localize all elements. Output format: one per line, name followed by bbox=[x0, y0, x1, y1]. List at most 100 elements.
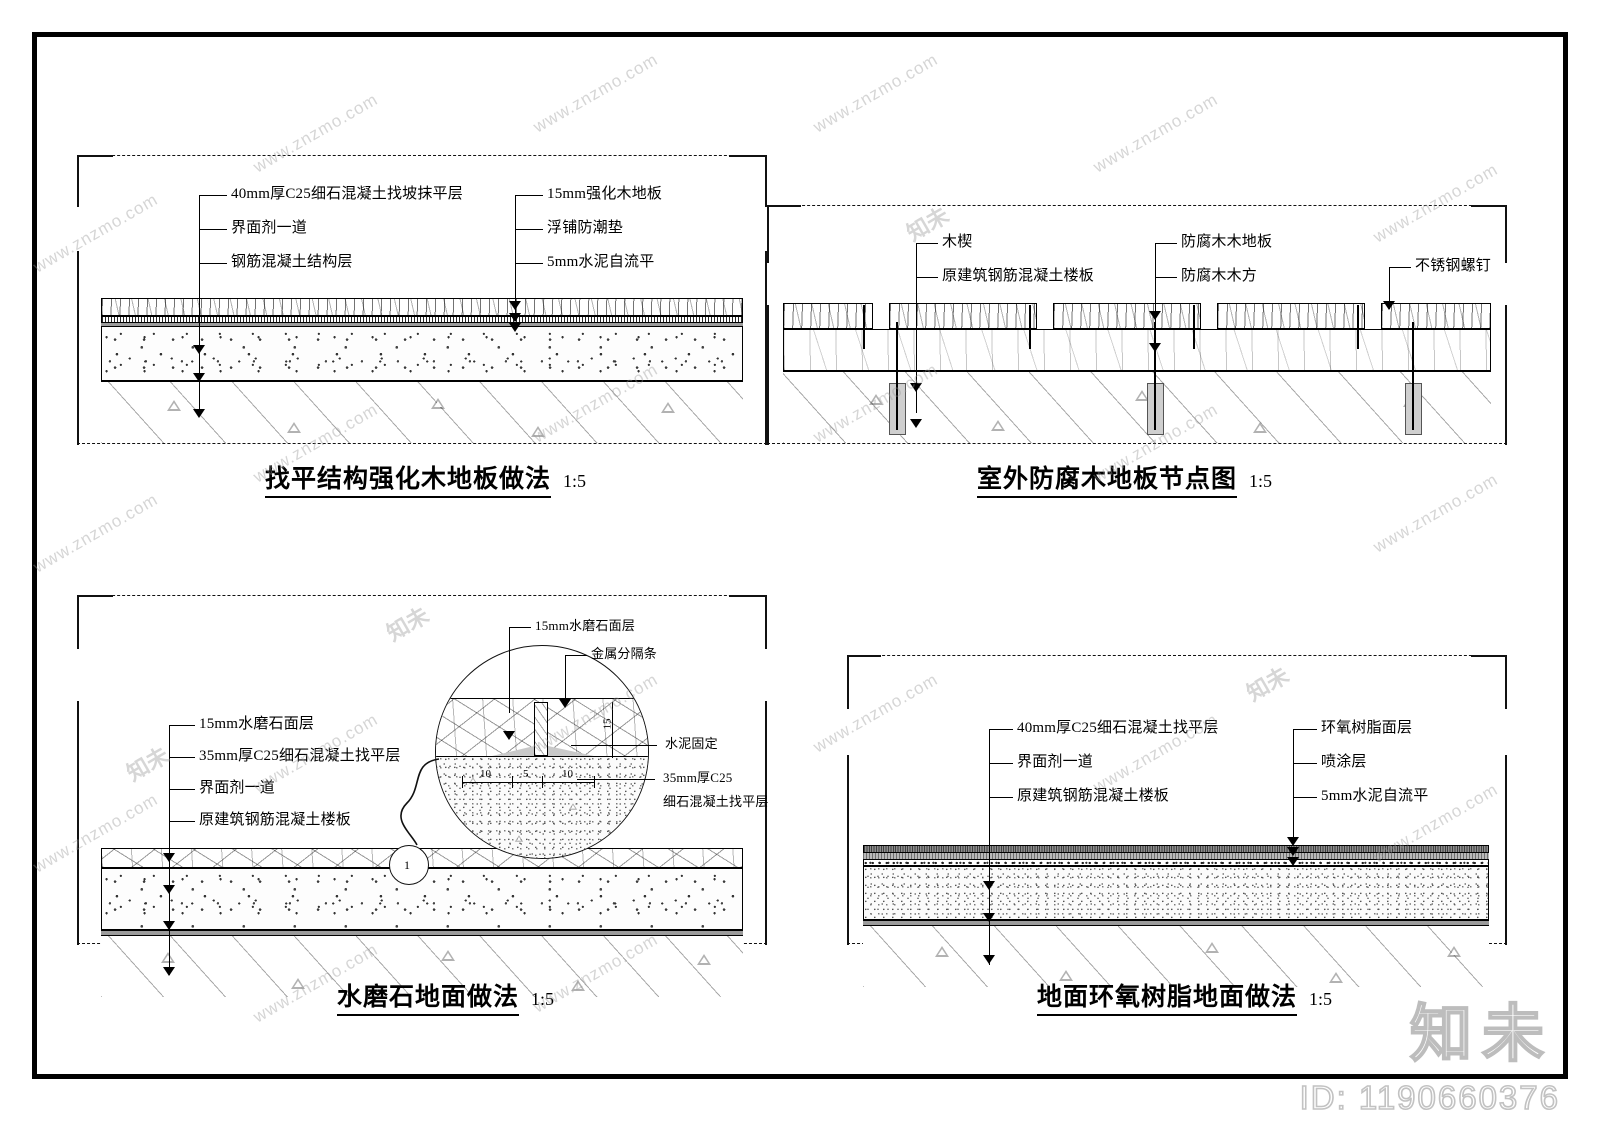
leader-tick bbox=[1155, 277, 1177, 279]
label-detail-terrazzo-surface: 15mm水磨石面层 bbox=[535, 618, 636, 633]
aggregate-triangle bbox=[468, 777, 478, 784]
layer-cement-self-leveling bbox=[101, 323, 743, 326]
deck-board bbox=[783, 303, 873, 329]
panel-outdoor-anticorrosive-wood-deck: 木楔 原建筑钢筋混凝土楼板 防腐木木地板 防腐木木方 不锈钢螺钉 bbox=[767, 205, 1507, 445]
cement-fix-haunch-right bbox=[548, 746, 594, 756]
leader-tick bbox=[989, 797, 1013, 799]
leader-stem-left bbox=[169, 725, 171, 975]
leader-arrow bbox=[910, 419, 922, 428]
stainless-screw bbox=[896, 322, 898, 430]
panel-title-text: 室外防腐木地板节点图 bbox=[977, 466, 1238, 498]
leader-tick bbox=[916, 277, 938, 279]
leader-tick bbox=[1293, 729, 1317, 731]
aggregate-triangle bbox=[935, 946, 949, 957]
drawing-id-label: ID: 1190660376 bbox=[1299, 1078, 1560, 1117]
aggregate-triangle bbox=[1253, 422, 1267, 433]
leader-arrow bbox=[193, 409, 205, 418]
aggregate-triangle bbox=[869, 394, 883, 405]
leader-tick bbox=[169, 757, 195, 759]
label-left-3: 原建筑钢筋混凝土楼板 bbox=[199, 812, 352, 828]
board-nail bbox=[1357, 305, 1359, 349]
board-nail bbox=[863, 305, 865, 349]
panel-epoxy-resin-floor: 40mm厚C25细石混凝土找平层 界面剂一道 原建筑钢筋混凝土楼板 环氧树脂面层… bbox=[847, 655, 1507, 987]
stainless-screw bbox=[1412, 322, 1414, 430]
layer-floating-moisture-mat bbox=[101, 316, 743, 323]
label-detail-cement-fix: 水泥固定 bbox=[665, 736, 718, 751]
label-right-0: 环氧树脂面层 bbox=[1321, 720, 1413, 736]
leader-arrow bbox=[509, 323, 521, 332]
label-anticorrosive-wood-joist: 防腐木木方 bbox=[1181, 268, 1258, 284]
label-left-0: 40mm厚C25细石混凝土找坡抹平层 bbox=[231, 186, 463, 202]
panel-corner-left bbox=[77, 155, 79, 207]
leader-stem-terrazzo-surface bbox=[509, 627, 511, 713]
panel-corner-right bbox=[765, 595, 767, 649]
detail-bubble-number: 1 bbox=[404, 858, 410, 872]
leader-arrow bbox=[1287, 847, 1299, 856]
panel-top-dash bbox=[77, 595, 767, 596]
leader-stem-deck bbox=[1155, 243, 1157, 333]
aggregate-triangle bbox=[291, 978, 305, 989]
leader-tick bbox=[199, 263, 227, 265]
aggregate-triangle bbox=[1329, 972, 1343, 983]
layer-original-rc-floor-slab bbox=[101, 935, 743, 997]
panel-scale: 1:5 bbox=[531, 989, 555, 1009]
leader-arrow bbox=[1149, 343, 1161, 352]
panel-leveling-laminate-wood-floor: 40mm厚C25细石混凝土找坡抹平层 界面剂一道 钢筋混凝土结构层 15mm强化… bbox=[77, 155, 767, 445]
leader-stem-metal-strip bbox=[565, 655, 567, 703]
leader-arrow bbox=[910, 383, 922, 392]
aggregate-triangle bbox=[571, 980, 585, 991]
layer-interface-agent bbox=[863, 920, 1489, 925]
leader-stem-screw bbox=[1389, 267, 1391, 309]
panel-terrazzo-floor: 15mm水磨石面层 35mm厚C25细石混凝土找平层 界面剂一道 原建筑钢筋混凝… bbox=[77, 595, 767, 997]
label-left-2: 钢筋混凝土结构层 bbox=[231, 254, 353, 270]
panel-left-edge bbox=[767, 305, 769, 445]
stainless-screw bbox=[1154, 322, 1156, 430]
layer-original-rc-floor-slab bbox=[863, 925, 1489, 987]
leader-tick bbox=[515, 263, 543, 265]
leader-stem-right bbox=[515, 195, 517, 321]
panel-corner-right-top bbox=[1471, 655, 1507, 657]
leader-tick bbox=[515, 229, 543, 231]
deck-board bbox=[1381, 303, 1491, 329]
panel-right-edge bbox=[1505, 755, 1507, 945]
leader-stem-right bbox=[1293, 729, 1295, 839]
metal-divider-strip bbox=[534, 702, 548, 756]
leader-arrow bbox=[1149, 311, 1161, 320]
leader-tick bbox=[1293, 763, 1317, 765]
panel-top-dash bbox=[77, 155, 767, 156]
aggregate-triangle bbox=[161, 952, 175, 963]
leader-tick bbox=[1155, 243, 1177, 245]
leader-line-cement-fix bbox=[571, 745, 657, 747]
leader-tick bbox=[989, 729, 1013, 731]
leader-arrow bbox=[1383, 301, 1395, 310]
dim-tick bbox=[462, 776, 463, 788]
label-original-rc-slab: 原建筑钢筋混凝土楼板 bbox=[942, 268, 1095, 284]
board-nail bbox=[1029, 305, 1031, 349]
aggregate-triangle bbox=[1059, 970, 1073, 981]
layer-c25-fine-concrete-leveling bbox=[863, 866, 1489, 920]
panel-corner-left-top bbox=[77, 155, 113, 157]
panel-bottom-dash bbox=[77, 443, 767, 444]
board-nail bbox=[1193, 305, 1195, 349]
panel-corner-left-top bbox=[77, 595, 113, 597]
panel-right-edge bbox=[765, 251, 767, 445]
aggregate-triangle bbox=[661, 402, 675, 413]
layer-anticorrosive-wood-joist bbox=[783, 329, 1491, 371]
leader-stem-left bbox=[989, 729, 991, 965]
panel-bottom-dash bbox=[767, 443, 1507, 444]
label-left-0: 15mm水磨石面层 bbox=[199, 716, 315, 732]
leader-stem-wedge bbox=[916, 243, 918, 413]
label-right-0: 15mm强化木地板 bbox=[547, 186, 663, 202]
leader-arrow bbox=[509, 301, 521, 310]
label-right-2: 5mm水泥自流平 bbox=[1321, 788, 1429, 804]
panel-corner-right bbox=[1505, 205, 1507, 263]
leader-tick bbox=[199, 229, 227, 231]
panel-right-edge bbox=[765, 701, 767, 945]
leader-tick bbox=[1293, 797, 1317, 799]
leader-arrow bbox=[1287, 857, 1299, 866]
label-left-1: 界面剂一道 bbox=[1017, 754, 1094, 770]
dim-tick bbox=[594, 776, 595, 788]
panel-scale: 1:5 bbox=[563, 471, 587, 491]
